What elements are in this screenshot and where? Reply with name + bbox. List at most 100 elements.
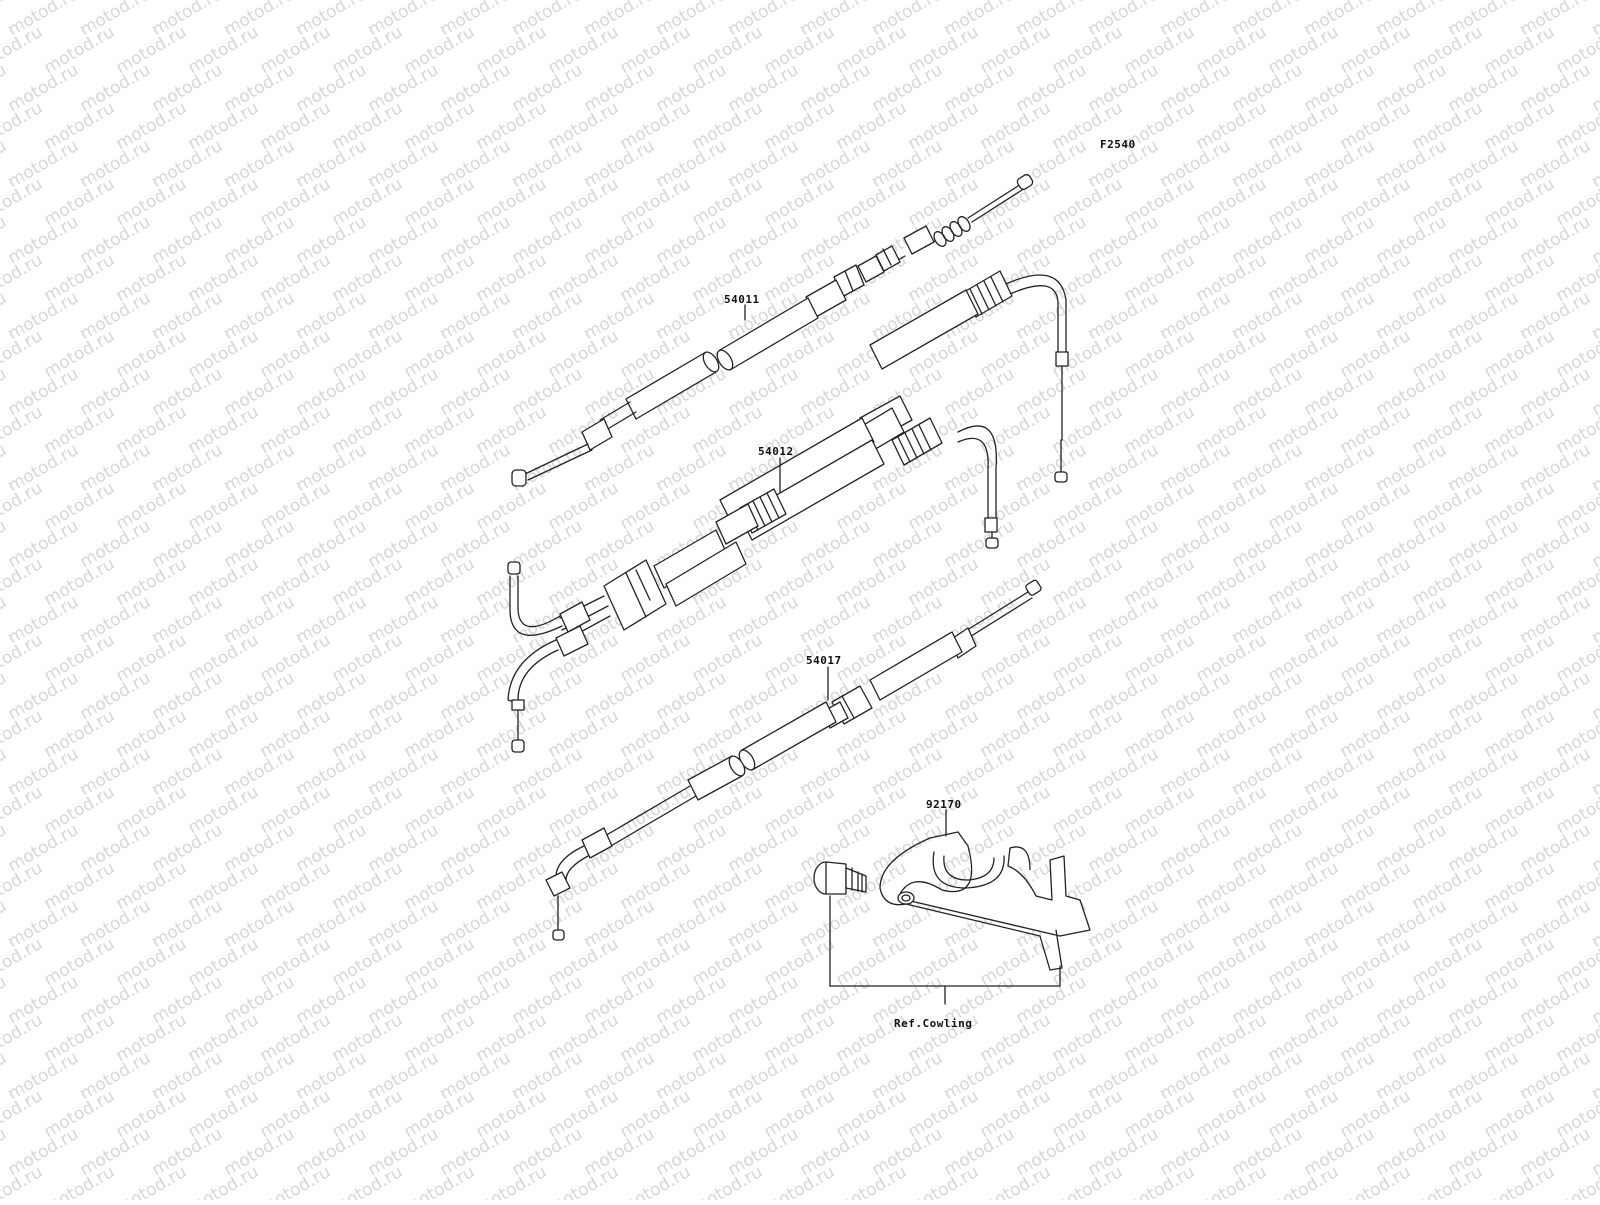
watermark-text: motod.ru — [761, 1010, 839, 1066]
watermark-text: motod.ru — [761, 174, 839, 230]
watermark-text: motod.ru — [725, 972, 803, 1028]
watermark-text: motod.ru — [41, 22, 119, 78]
watermark-text: motod.ru — [905, 554, 983, 610]
watermark-text: motod.ru — [1121, 934, 1199, 990]
watermark-text: motod.ru — [761, 782, 839, 838]
watermark-text: motod.ru — [293, 60, 371, 116]
watermark-text: motod.ru — [1049, 250, 1127, 306]
watermark-text: motod.ru — [365, 364, 443, 420]
part-label-92170[interactable]: 92170 — [926, 798, 962, 811]
watermark-text: motod.ru — [689, 22, 767, 78]
watermark-text: motod.ru — [437, 896, 515, 952]
watermark-text: motod.ru — [1337, 250, 1415, 306]
watermark-text: motod.ru — [1013, 592, 1091, 648]
watermark-text: motod.ru — [401, 22, 479, 78]
watermark-text: motod.ru — [689, 174, 767, 230]
watermark-text: motod.ru — [113, 250, 191, 306]
watermark-text: motod.ru — [1013, 288, 1091, 344]
watermark-text: motod.ru — [1193, 1010, 1271, 1066]
watermark-text: motod.ru — [977, 22, 1055, 78]
watermark-text: motod.ru — [1229, 972, 1307, 1028]
watermark-text: motod.ru — [1049, 630, 1127, 686]
watermark-text: motod.ru — [41, 1010, 119, 1066]
watermark-text: motod.ru — [1409, 1086, 1487, 1142]
watermark-text: motod.ru — [653, 288, 731, 344]
watermark-text: motod.ru — [1589, 440, 1600, 496]
part-label-54017[interactable]: 54017 — [806, 654, 842, 667]
watermark-text: motod.ru — [1373, 136, 1451, 192]
watermark-text: motod.ru — [149, 212, 227, 268]
watermark-text: motod.ru — [545, 1086, 623, 1142]
watermark-text: motod.ru — [1085, 364, 1163, 420]
watermark-text: motod.ru — [509, 136, 587, 192]
watermark-text: motod.ru — [1193, 554, 1271, 610]
watermark-text: motod.ru — [365, 136, 443, 192]
watermark-text: motod.ru — [1265, 250, 1343, 306]
watermark-text: motod.ru — [221, 820, 299, 876]
watermark-text: motod.ru — [941, 516, 1019, 572]
watermark-text: motod.ru — [149, 440, 227, 496]
watermark-text: motod.ru — [617, 98, 695, 154]
watermark-text: motod.ru — [5, 896, 83, 952]
part-label-54011[interactable]: 54011 — [724, 293, 760, 306]
watermark-text: motod.ru — [365, 668, 443, 724]
watermark-text: motod.ru — [1049, 554, 1127, 610]
watermark-text: motod.ru — [1517, 440, 1595, 496]
watermark-text: motod.ru — [401, 630, 479, 686]
watermark-text: motod.ru — [437, 364, 515, 420]
diagram-code: F2540 — [1100, 138, 1136, 151]
watermark-text: motod.ru — [1265, 98, 1343, 154]
watermark-text: motod.ru — [185, 22, 263, 78]
watermark-text: motod.ru — [437, 60, 515, 116]
watermark-text: motod.ru — [977, 706, 1055, 762]
watermark-text: motod.ru — [257, 782, 335, 838]
watermark-text: motod.ru — [185, 1010, 263, 1066]
watermark-text: motod.ru — [293, 440, 371, 496]
watermark-text: motod.ru — [257, 98, 335, 154]
watermark-text: motod.ru — [1121, 250, 1199, 306]
watermark-text: motod.ru — [1337, 1086, 1415, 1142]
watermark-text: motod.ru — [0, 22, 46, 78]
watermark-text: motod.ru — [257, 858, 335, 914]
watermark-text: motod.ru — [41, 174, 119, 230]
watermark-text: motod.ru — [293, 896, 371, 952]
part-label-54012[interactable]: 54012 — [758, 445, 794, 458]
watermark-text: motod.ru — [581, 136, 659, 192]
watermark-text: motod.ru — [1157, 592, 1235, 648]
watermark-text: motod.ru — [545, 326, 623, 382]
watermark-text: motod.ru — [869, 136, 947, 192]
watermark-text: motod.ru — [833, 22, 911, 78]
watermark-text: motod.ru — [1337, 858, 1415, 914]
watermark-text: motod.ru — [761, 22, 839, 78]
watermark-text: motod.ru — [401, 706, 479, 762]
watermark-text: motod.ru — [41, 782, 119, 838]
watermark-text: motod.ru — [653, 60, 731, 116]
watermark-text: motod.ru — [1301, 212, 1379, 268]
watermark-text: motod.ru — [977, 98, 1055, 154]
watermark-text: motod.ru — [365, 1048, 443, 1104]
watermark-text: motod.ru — [797, 592, 875, 648]
watermark-text: motod.ru — [257, 1086, 335, 1142]
watermark-text: motod.ru — [329, 98, 407, 154]
watermark-text: motod.ru — [365, 896, 443, 952]
watermark-text: motod.ru — [1085, 1048, 1163, 1104]
watermark-text: motod.ru — [113, 554, 191, 610]
watermark-text: motod.ru — [185, 554, 263, 610]
watermark-text: motod.ru — [1373, 288, 1451, 344]
watermark-text: motod.ru — [401, 250, 479, 306]
watermark-text: motod.ru — [149, 516, 227, 572]
watermark-text: motod.ru — [1517, 820, 1595, 876]
watermark-text: motod.ru — [761, 934, 839, 990]
watermark-text: motod.ru — [545, 934, 623, 990]
watermark-text: motod.ru — [653, 1048, 731, 1104]
watermark-text: motod.ru — [221, 440, 299, 496]
watermark-text: motod.ru — [401, 402, 479, 458]
watermark-text: motod.ru — [293, 744, 371, 800]
watermark-text: motod.ru — [365, 1124, 443, 1180]
watermark-text: motod.ru — [401, 858, 479, 914]
watermark-text: motod.ru — [617, 174, 695, 230]
watermark-text: motod.ru — [1409, 250, 1487, 306]
watermark-text: motod.ru — [941, 744, 1019, 800]
watermark-text: motod.ru — [1157, 516, 1235, 572]
watermark-text: motod.ru — [1013, 744, 1091, 800]
